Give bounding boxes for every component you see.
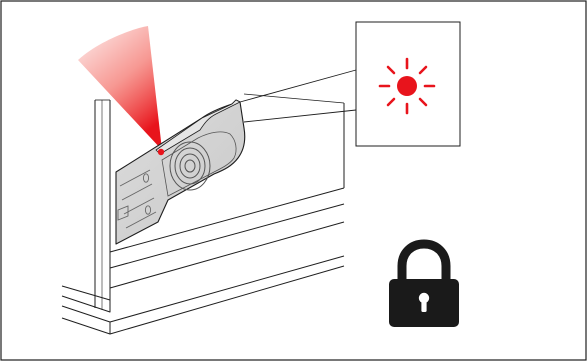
signal-beam: [78, 26, 162, 150]
padlock-locked-icon: [389, 239, 459, 327]
door-frame: [61, 93, 345, 335]
contactless-key-fob-icon: [115, 99, 246, 245]
red-indicator-light-icon: [378, 57, 436, 115]
callout-leader: [239, 69, 357, 123]
